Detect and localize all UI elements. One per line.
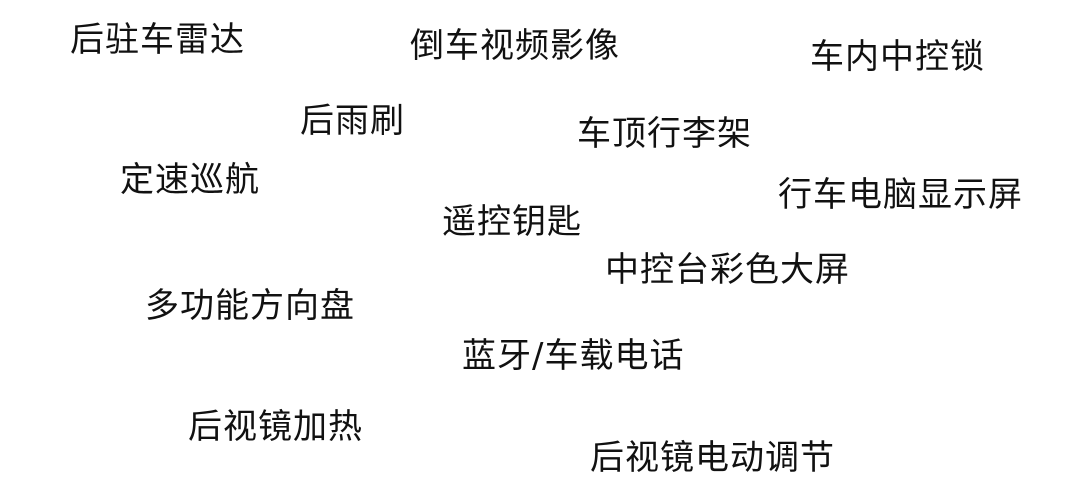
feature-bluetooth-phone: 蓝牙/车载电话 <box>462 336 685 376</box>
feature-roof-rack: 车顶行李架 <box>577 114 752 154</box>
feature-power-mirrors: 后视镜电动调节 <box>590 438 835 478</box>
feature-heated-mirrors: 后视镜加热 <box>188 407 363 447</box>
feature-remote-key: 遥控钥匙 <box>442 202 582 242</box>
feature-central-locking: 车内中控锁 <box>810 37 985 77</box>
feature-multifunction-steering-wheel: 多功能方向盘 <box>145 286 355 326</box>
feature-reversing-camera: 倒车视频影像 <box>410 26 620 66</box>
feature-trip-computer-display: 行车电脑显示屏 <box>778 175 1023 215</box>
feature-rear-parking-radar: 后驻车雷达 <box>70 20 245 60</box>
feature-rear-wiper: 后雨刷 <box>300 101 405 141</box>
feature-cruise-control: 定速巡航 <box>120 160 260 200</box>
feature-center-color-screen: 中控台彩色大屏 <box>605 250 850 290</box>
